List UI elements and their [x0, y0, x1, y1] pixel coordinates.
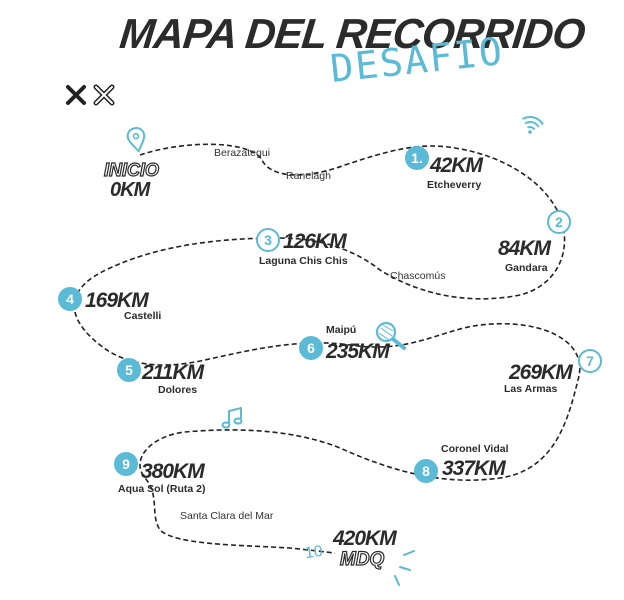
- wifi-icon: [522, 116, 544, 134]
- place-ranelagh: Ranelagh: [286, 170, 331, 182]
- stop-4-name: Castelli: [124, 310, 162, 322]
- place-chascomus: Chascomús: [390, 270, 446, 282]
- stop-9-marker: 9: [114, 452, 138, 476]
- stop-4-marker: 4: [58, 287, 82, 311]
- stop-5-km: 211KM: [142, 361, 204, 384]
- stop-8-km: 337KM: [442, 457, 506, 480]
- stop-3-marker: 3: [256, 228, 280, 252]
- stop-3-name: Laguna Chis Chis: [259, 255, 348, 267]
- place-santa-clara: Santa Clara del Mar: [180, 510, 274, 522]
- stop-5-name: Dolores: [158, 384, 198, 396]
- stop-10-marker: 10: [303, 542, 324, 563]
- stop-2-marker: 2: [547, 210, 571, 234]
- location-pin-icon: [126, 127, 146, 153]
- stop-1-km: 42KM: [430, 154, 483, 177]
- stop-2-name: Gandara: [505, 262, 548, 274]
- stop-10-km: 420KM: [333, 527, 397, 550]
- stop-9-name: Aqua Sol (Ruta 2): [118, 483, 206, 495]
- stop-5-marker: 5: [117, 358, 141, 382]
- place-maipu: Maipú: [326, 324, 357, 336]
- stop-2-km: 84KM: [498, 237, 551, 260]
- stop-9-km: 380KM: [141, 460, 205, 483]
- stop-4-km: 169KM: [85, 289, 149, 312]
- magnifier-icon: [375, 321, 406, 350]
- place-berazategui: Berazategui: [214, 147, 271, 159]
- stop-8-marker: 8: [414, 459, 438, 483]
- x-icons: [66, 84, 115, 106]
- stop-3-km: 126KM: [283, 230, 347, 253]
- stop-7-marker: 7: [578, 349, 602, 373]
- start-km: 0KM: [110, 179, 150, 201]
- start-label: INICIO: [103, 159, 160, 180]
- stop-7-name: Las Armas: [504, 383, 558, 395]
- stop-1-name: Etcheverry: [427, 179, 482, 191]
- stop-7-km: 269KM: [509, 361, 573, 384]
- route-path: [73, 143, 581, 554]
- music-note-icon: [221, 406, 243, 429]
- stop-1-marker: 1.: [405, 146, 429, 170]
- stop-10-name: MDQ: [339, 548, 385, 570]
- stop-6-marker: 6: [299, 336, 323, 360]
- spark-lines: [394, 550, 415, 586]
- stop-6-km: 235KM: [326, 340, 390, 363]
- stop-8-name: Coronel Vidal: [441, 443, 509, 455]
